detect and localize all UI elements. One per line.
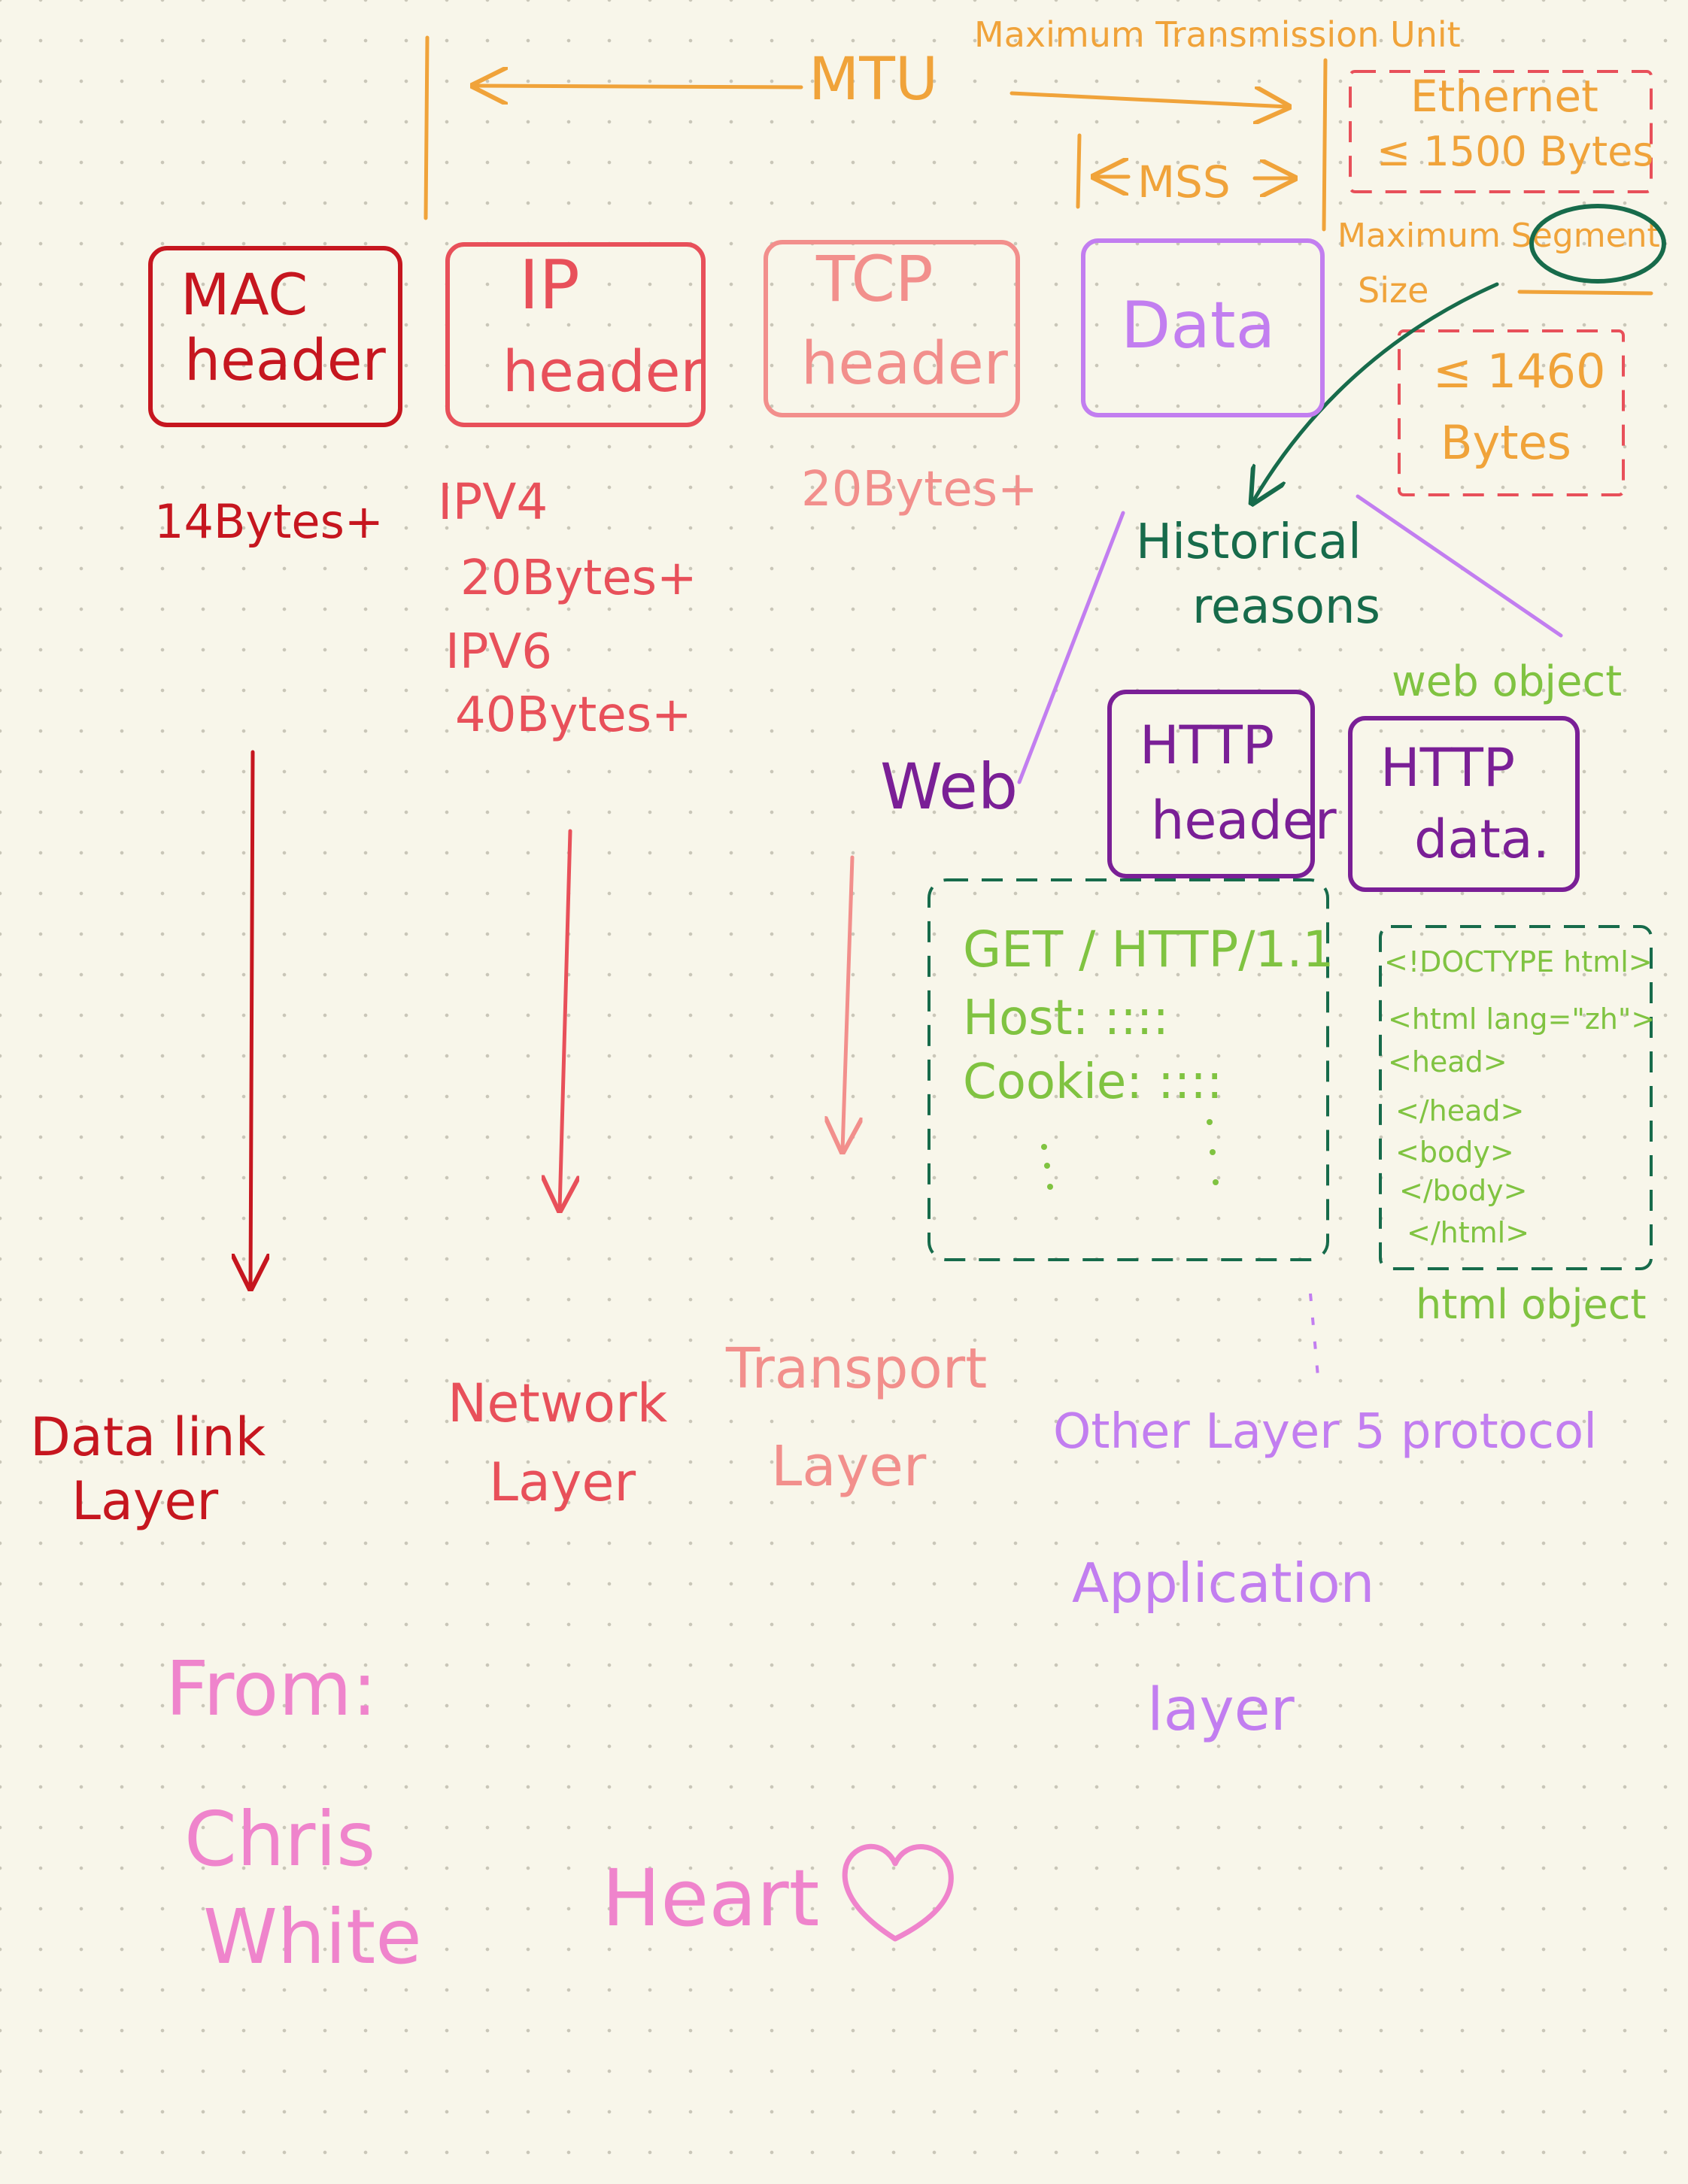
http-header-line2: header xyxy=(1151,790,1337,851)
application-layer-line1: Application xyxy=(1072,1552,1374,1615)
mss-limit-line1: ≤ 1460 xyxy=(1433,344,1605,399)
html-object-label: html object xyxy=(1416,1281,1647,1328)
data-link-layer-line1: Data link xyxy=(30,1406,266,1468)
historical-line2: reasons xyxy=(1192,579,1380,635)
segment-circle xyxy=(1529,204,1666,284)
historical-arrow xyxy=(1252,282,1499,502)
http-data-line2: data. xyxy=(1414,808,1550,870)
request-line-2: Host: ꞉꞉꞉꞉ xyxy=(963,990,1169,1046)
http-data-line1: HTTP xyxy=(1380,737,1515,799)
html-line-4: </head> xyxy=(1395,1094,1524,1127)
http-header-line1: HTTP xyxy=(1140,714,1274,776)
mac-header-line2: header xyxy=(184,326,386,393)
ethernet-label: Ethernet xyxy=(1410,71,1598,122)
mtu-arrow-right xyxy=(1009,93,1288,107)
request-dotted-tail xyxy=(1309,1293,1319,1377)
mtu-arrow-left xyxy=(474,86,803,87)
transport-layer-line2: Layer xyxy=(771,1434,927,1499)
web-object-label: web object xyxy=(1392,657,1622,706)
mss-size-label: Size xyxy=(1358,270,1428,311)
data-expand-left-line xyxy=(1017,511,1125,784)
html-line-6: </body> xyxy=(1399,1174,1527,1207)
signature-heart-word: Heart xyxy=(602,1852,819,1944)
tcp-header-size: 20Bytes+ xyxy=(801,462,1038,517)
ipv6-label: IPV6 xyxy=(445,624,552,680)
web-label: Web xyxy=(880,750,1018,824)
html-source-box xyxy=(1379,925,1653,1270)
ethernet-limit: ≤ 1500 Bytes xyxy=(1377,128,1654,175)
mac-header-box xyxy=(148,246,402,427)
data-expand-right-line xyxy=(1356,494,1563,638)
ipv4-size: 20Bytes+ xyxy=(460,551,697,606)
html-line-7: </html> xyxy=(1407,1216,1529,1249)
data-link-arrow xyxy=(250,750,253,1288)
signature-from: From: xyxy=(165,1645,377,1733)
network-layer-line1: Network xyxy=(448,1373,668,1434)
application-layer-line2: layer xyxy=(1147,1676,1295,1744)
signature-name-line1: Chris xyxy=(184,1795,375,1883)
ip-header-box xyxy=(445,242,706,427)
http-data-box xyxy=(1348,716,1580,892)
tcp-header-box xyxy=(764,240,1020,417)
signature-name-line2: White xyxy=(203,1893,422,1981)
ip-header-line2: header xyxy=(502,338,704,405)
ethernet-box xyxy=(1349,70,1653,193)
network-arrow xyxy=(560,829,570,1209)
mtu-full-label: Maximum Transmission Unit xyxy=(974,14,1461,55)
data-label: Data xyxy=(1121,288,1275,363)
segment-underline xyxy=(1517,290,1653,296)
request-line-3: Cookie: ꞉꞉꞉꞉ xyxy=(963,1054,1222,1110)
html-line-3: <head> xyxy=(1388,1045,1507,1078)
mtu-left-bar xyxy=(424,35,430,220)
mac-header-line1: MAC xyxy=(181,261,308,328)
request-ellipsis-right xyxy=(1207,1119,1219,1185)
network-layer-line2: Layer xyxy=(489,1451,636,1513)
mss-left-bar xyxy=(1076,133,1082,209)
mss-limit-box xyxy=(1398,329,1625,496)
heart-icon xyxy=(842,1843,954,1942)
html-line-2: <html lang="zh"> xyxy=(1388,1003,1655,1036)
mac-header-size: 14Bytes+ xyxy=(154,494,384,549)
tcp-header-line1: TCP xyxy=(815,242,934,316)
html-line-1: <!DOCTYPE html> xyxy=(1384,945,1653,978)
mss-label: MSS xyxy=(1137,156,1231,208)
historical-line1: Historical xyxy=(1136,514,1362,570)
ipv4-label: IPV4 xyxy=(438,473,548,531)
mtu-label: MTU xyxy=(809,46,938,114)
http-request-box xyxy=(927,878,1329,1261)
ipv6-size: 40Bytes+ xyxy=(455,687,692,743)
transport-layer-line1: Transport xyxy=(725,1336,987,1401)
html-line-5: <body> xyxy=(1395,1136,1514,1169)
tcp-header-line2: header xyxy=(801,330,1009,398)
http-header-box xyxy=(1107,690,1315,878)
data-box xyxy=(1081,238,1325,417)
data-link-layer-line2: Layer xyxy=(71,1470,218,1532)
mss-limit-line2: Bytes xyxy=(1441,415,1571,470)
mtu-right-bar xyxy=(1322,58,1328,232)
other-layer5-label: Other Layer 5 protocol xyxy=(1053,1404,1597,1460)
mss-full-label: Maximum Segment xyxy=(1337,217,1660,255)
ip-header-line1: IP xyxy=(519,246,580,325)
request-ellipsis-left xyxy=(1041,1144,1053,1190)
transport-arrow xyxy=(842,855,852,1151)
request-line-1: GET / HTTP/1.1 xyxy=(963,921,1334,978)
